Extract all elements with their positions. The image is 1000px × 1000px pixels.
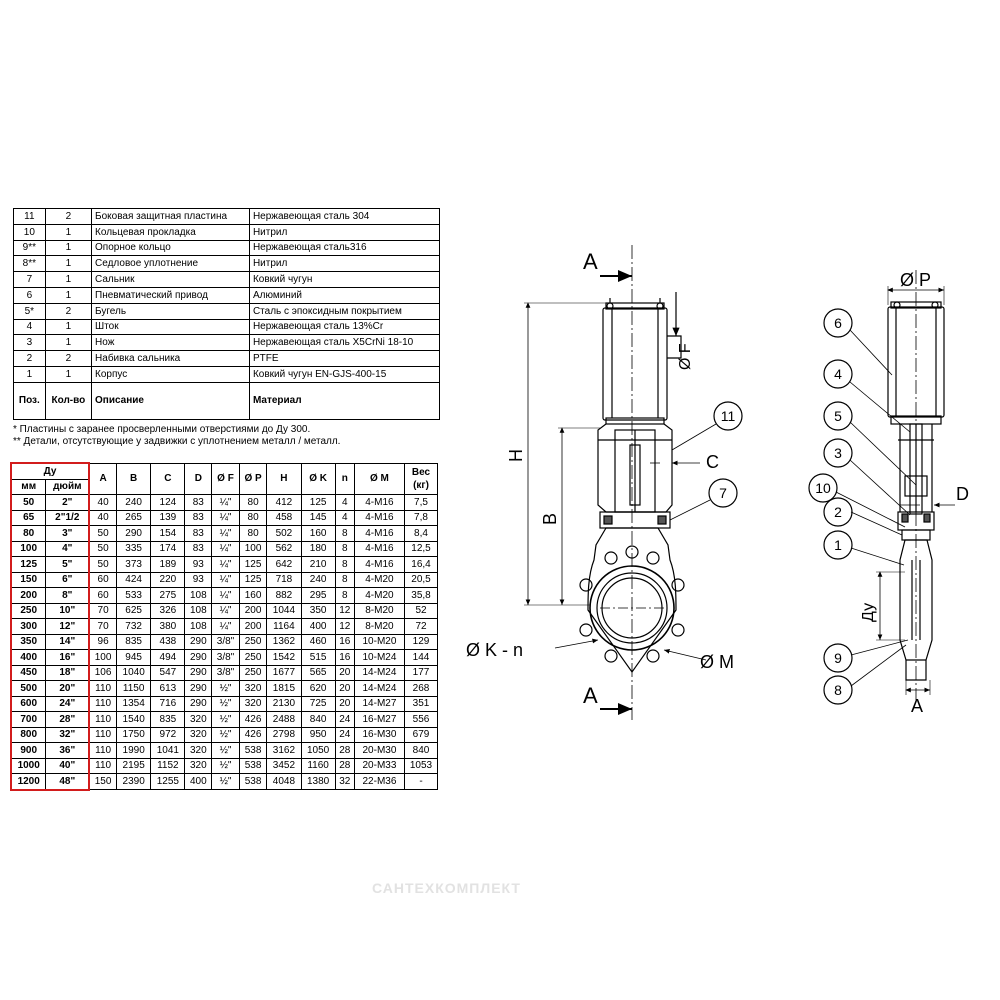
header-material: Материал [248,381,441,420]
callout-8: 8 [834,682,842,698]
weight: 144 [404,649,438,666]
dim-n: 8 [334,571,355,588]
dim-a: 96 [88,633,118,650]
weight: - [404,773,438,790]
dim-C-label: C [706,452,719,472]
dim-D-label: D [956,484,969,504]
front-view [524,245,743,720]
callout-6: 6 [834,315,842,331]
weight: 8,4 [404,525,438,542]
callout-11: 11 [721,408,736,424]
du-inch: 36" [45,742,91,759]
note-2: ** Детали, отсутствующие у задвижки с уп… [13,436,341,447]
col-n: n [334,462,355,495]
col-C: C [150,462,186,495]
du-header: Ду [9,462,91,480]
du-inch: 40" [45,757,91,774]
brand-footer: САНТЕХКОМПЛЕКТ [372,880,521,896]
dim-Du-label: Ду [860,603,877,622]
front-view-labels: A A H B C Ø F Ø K - n Ø M 11 7 [466,249,735,708]
section-a-top-label: A [583,249,598,274]
dim-p: 125 [238,556,268,573]
weight: 12,5 [404,540,438,557]
dim-c: 1041 [150,742,186,759]
col-weight: Вес (кг) [404,462,438,495]
dim-A-side-label: A [911,696,923,716]
dim-a: 50 [88,540,118,557]
dim-n: 28 [334,757,355,774]
callout-5: 5 [834,408,842,424]
dim-a: 60 [88,571,118,588]
dim-c: 380 [150,618,186,635]
dim-K-label: Ø K - n [466,640,523,660]
dim-n: 32 [334,773,355,790]
dim-B-label: B [540,513,560,525]
weight: 1053 [404,757,438,774]
dim-c: 326 [150,602,186,619]
callout-3: 3 [834,445,842,461]
col-B: B [116,462,152,495]
callout-1: 1 [834,537,842,553]
col-F: Ø F [211,462,240,495]
dim-F-label: Ø F [677,343,694,370]
weight: 556 [404,711,438,728]
dim-a: 40 [88,494,118,511]
col-H: H [266,462,302,495]
note-1: * Пластины с заранее просверленными отве… [13,424,311,435]
dim-p: 320 [238,695,268,712]
callout-7: 7 [719,485,727,501]
du-inch: 48" [45,773,91,791]
dim-M-label: Ø M [700,652,734,672]
du-inch: 16" [45,649,91,666]
dimensions-table: Ду A B C D Ø F Ø P H Ø K n Ø M Вес (кг) … [9,462,438,791]
callout-4: 4 [834,366,842,382]
dim-m: 22-M36 [353,773,406,790]
side-view-labels: Ø P D Ду A 6 4 5 3 10 2 1 9 8 [815,270,969,716]
callout-10: 10 [815,480,831,496]
section-a-bottom-label: A [583,683,598,708]
callout-2: 2 [834,504,842,520]
dim-c: 1255 [150,773,186,790]
col-D: D [184,462,213,495]
col-M: Ø M [353,462,406,495]
dim-m: 14-M24 [353,680,406,697]
dim-P-label: Ø P [900,270,931,290]
header-description: Описание [91,381,250,420]
dim-a: 100 [88,649,118,666]
header-quantity: Кол-во [44,381,93,420]
dim-H-label: H [506,449,526,462]
callout-9: 9 [834,650,842,666]
dim-m: 20-M33 [353,757,406,774]
dim-p: 538 [238,773,268,790]
part-quantity: 1 [44,255,93,273]
dim-a: 150 [88,773,118,790]
col-P: Ø P [238,462,268,495]
side-view [808,270,955,705]
col-A: A [88,462,118,495]
